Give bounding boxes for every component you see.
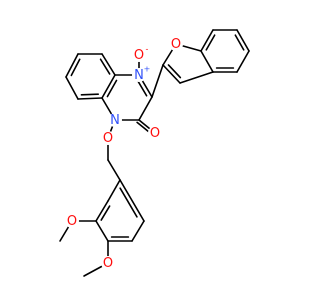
single-bond xyxy=(65,76,79,100)
double-bond-primary xyxy=(77,97,103,100)
single-bond xyxy=(107,159,121,181)
double-bond-secondary xyxy=(80,93,100,96)
single-bond xyxy=(107,179,121,202)
single-bond xyxy=(179,71,214,84)
atom-n_amide: N xyxy=(110,113,120,128)
double-bond-secondary xyxy=(100,205,111,221)
double-bond-primary xyxy=(65,53,79,78)
charge-n_oxide: + xyxy=(144,65,151,74)
single-bond xyxy=(131,220,145,242)
single-bond xyxy=(200,50,214,73)
double-bond-primary xyxy=(162,64,181,84)
atom-o_ether: O xyxy=(103,131,113,146)
double-bond-secondary xyxy=(119,187,138,218)
single-bond xyxy=(95,220,109,242)
double-bond-secondary xyxy=(205,34,216,51)
atom-label-background xyxy=(101,131,115,145)
atom-label-background xyxy=(65,214,79,228)
double-bond-secondary xyxy=(234,34,245,51)
single-bond xyxy=(138,96,153,121)
atom-label-background xyxy=(132,68,146,82)
atom-label-background xyxy=(101,256,115,270)
atom-o_meo2: O xyxy=(103,256,113,271)
atom-o_meo1: O xyxy=(67,214,77,229)
atom-n_oxide: N xyxy=(134,68,144,83)
single-bond xyxy=(151,64,164,98)
atom-o_furan: O xyxy=(171,37,181,52)
bond-lines xyxy=(59,29,250,277)
double-bond-secondary xyxy=(99,58,111,75)
double-bond-primary xyxy=(200,29,214,52)
atom-label-background xyxy=(132,48,146,62)
atom-o_carbonyl: O xyxy=(150,126,160,141)
double-bond-primary xyxy=(101,74,116,99)
charge-o_oxide: - xyxy=(146,45,149,54)
single-bond xyxy=(236,50,250,73)
atom-label-background xyxy=(148,126,162,140)
double-bond-primary xyxy=(95,200,109,222)
double-bond-primary xyxy=(119,179,145,222)
atom-label-background xyxy=(169,37,183,51)
double-bond-secondary xyxy=(106,79,118,98)
double-bond-primary xyxy=(236,29,250,52)
double-bond-secondary xyxy=(136,79,148,97)
atom-label-background xyxy=(108,113,122,127)
double-bond-primary xyxy=(101,53,116,76)
double-bond-secondary xyxy=(70,58,81,77)
atom-o_oxide: O xyxy=(134,48,144,63)
double-bond-secondary xyxy=(167,64,182,79)
